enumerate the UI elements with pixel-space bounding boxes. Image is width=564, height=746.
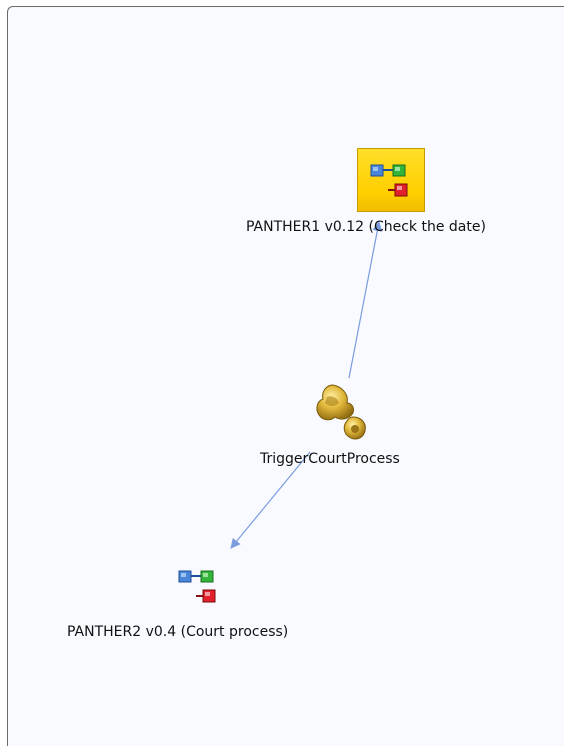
process-flow-icon[interactable] xyxy=(176,566,222,608)
process-flow-icon[interactable] xyxy=(368,160,414,202)
panther2-label[interactable]: PANTHER2 v0.4 (Court process) xyxy=(67,624,289,640)
panther1-node-selection[interactable] xyxy=(357,148,425,212)
trigger-label[interactable]: TriggerCourtProcess xyxy=(260,451,400,467)
gears-icon[interactable] xyxy=(313,383,369,443)
diagram-canvas[interactable] xyxy=(7,6,564,746)
panther1-label[interactable]: PANTHER1 v0.12 (Check the date) xyxy=(246,219,486,235)
